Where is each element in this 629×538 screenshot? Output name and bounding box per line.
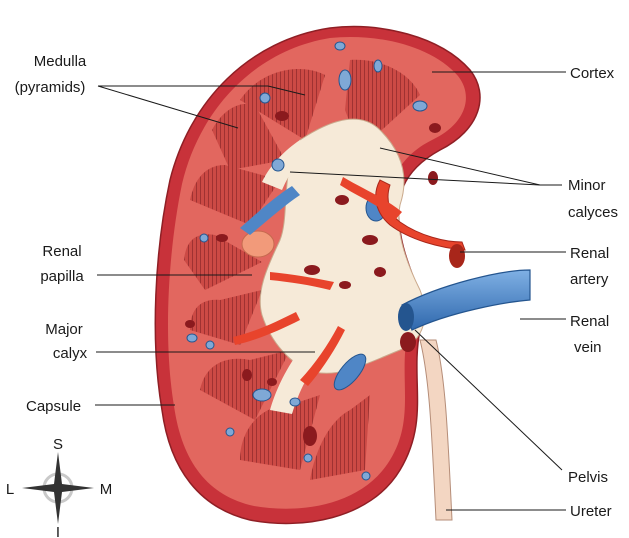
renal-papilla-label: Renal (42, 243, 81, 260)
compass-i: I (56, 524, 60, 538)
renal-artery-label: Renal (570, 245, 609, 262)
major-calyx-label: Major (45, 321, 83, 338)
compass-star (22, 452, 94, 524)
compass-s: S (53, 436, 63, 453)
renal-vein-opening (398, 303, 414, 331)
renal-vein-label-2: vein (574, 339, 602, 356)
pelvis-label: Pelvis (568, 469, 608, 486)
medulla-label-2: (pyramids) (15, 79, 86, 96)
minor-calyces-label-2: calyces (568, 204, 618, 221)
medulla-label: Medulla (34, 53, 87, 70)
renal-vein-label: Renal (570, 313, 609, 330)
major-calyx-label-2: calyx (53, 345, 88, 362)
renal-artery-opening (449, 244, 465, 268)
renal-papilla-label-2: papilla (40, 268, 84, 285)
renal-vein (402, 270, 530, 330)
ureter-label: Ureter (570, 503, 612, 520)
ureter-tube (420, 340, 452, 520)
compass: S I L M (6, 436, 112, 538)
renal-artery-label-2: artery (570, 271, 609, 288)
compass-l: L (6, 481, 14, 498)
cortex-label: Cortex (570, 65, 615, 82)
renal-papilla (242, 231, 274, 257)
capsule-label: Capsule (26, 398, 81, 415)
minor-calyces-label: Minor (568, 177, 606, 194)
compass-m: M (100, 481, 113, 498)
